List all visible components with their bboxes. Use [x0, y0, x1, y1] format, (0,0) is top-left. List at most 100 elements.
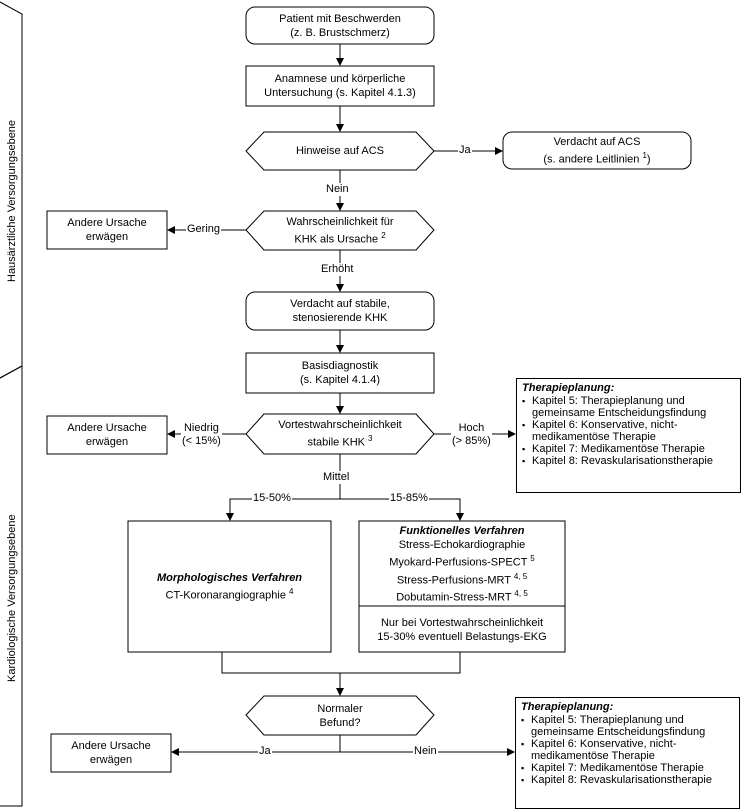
acs-hint-text: Hinweise auf ACS [295, 145, 385, 157]
morph-line: CT-Koronarangiographie 4 [166, 585, 294, 603]
anamnese-line-2: Untersuchung (s. Kapitel 4.1.3) [264, 87, 416, 99]
normal-line-1: Normaler [317, 702, 363, 715]
therapy-item: Kapitel 5: Therapieplanung und gemeinsam… [522, 395, 735, 419]
basis-line-1: Basisdiagnostik [301, 360, 379, 372]
other1-shape [46, 210, 168, 250]
other3-node: Andere Ursache erwägen [51, 734, 171, 772]
therapy-title-bottom: Therapieplanung: [521, 701, 614, 713]
khk-prob-node: Wahrscheinlichkeit für KHK als Ursache 2 [246, 211, 434, 250]
therapy-panel-top: Therapieplanung: Kapitel 5: Therapieplan… [516, 378, 741, 493]
func-method-sup: 4, 5 [513, 571, 528, 581]
pretest-sup: 3 [368, 434, 373, 444]
other2-line-2: erwägen [85, 436, 129, 448]
morph-node: Morphologisches Verfahren CT-Koronarangi… [128, 521, 331, 652]
start-node: Patient mit Beschwerden (z. B. Brustschm… [246, 7, 434, 44]
therapy-panel-bottom: Therapieplanung: Kapitel 5: Therapieplan… [515, 697, 740, 809]
acs-suspect-line-2: (s. andere Leitlinien 1) [543, 150, 651, 166]
edge-label-hoch: Hoch (> 85%) [451, 422, 492, 448]
therapy-item: Kapitel 8: Revaskularisationstherapie [521, 774, 734, 786]
func-method-line: Stress-Perfusions-MRT 4, 5 [389, 570, 534, 588]
morph-sup: 4 [289, 586, 294, 596]
niedrig-line-1: Niedrig [183, 422, 219, 434]
func-method-text: Dobutamin-Stress-MRT [396, 591, 512, 604]
normal-node: Normaler Befund? [246, 696, 434, 735]
func-method-sup: 4, 5 [514, 589, 528, 599]
acs-hint-node: Hinweise auf ACS [246, 132, 434, 170]
pretest-line-2: stabile KHK 3 [308, 432, 373, 450]
stable-node: Verdacht auf stabile, stenosierende KHK [246, 292, 434, 330]
therapy-item: Kapitel 5: Therapieplanung und gemeinsam… [521, 714, 734, 738]
other1-node: Andere Ursache erwägen [47, 211, 167, 249]
edge-label-nein2: Nein [413, 745, 438, 758]
acs-sup: 1 [642, 150, 647, 160]
func-method-sup: 5 [530, 554, 535, 563]
func-method-text: Myokard-Perfusions-SPECT [389, 556, 528, 569]
therapy-item: Kapitel 7: Medikamentöse Therapie [522, 443, 735, 455]
func-note: Nur bei Vortestwahrscheinlichkeit 15-30%… [359, 607, 565, 652]
edge-label-erhoeht: Erhöht [320, 263, 355, 276]
therapy-item: Kapitel 6: Konservative, nicht-medikamen… [522, 419, 735, 443]
morph-shape [127, 520, 332, 653]
therapy-item: Kapitel 7: Medikamentöse Therapie [521, 762, 734, 774]
func-method-text: Stress-Echokardiographie [398, 539, 526, 551]
primary-level-label: Hausärztliche Versorgungsebene [6, 119, 18, 282]
func-title: Funktionelles Verfahren [399, 525, 525, 537]
other2-node: Andere Ursache erwägen [47, 416, 167, 454]
acs-suspect-line-1: Verdacht auf ACS [553, 135, 641, 148]
khk-prob-sup: 2 [381, 230, 386, 240]
basis-node: Basisdiagnostik (s. Kapitel 4.1.4) [246, 353, 434, 393]
edge-label-15-85: 15-85% [389, 492, 429, 505]
anamnese-shape [245, 65, 435, 107]
morph-text: CT-Koronarangiographie [165, 589, 286, 602]
niedrig-line-2: (< 15%) [182, 435, 221, 447]
pretest-node: Vortestwahrscheinlichkeit stabile KHK 3 [246, 414, 434, 454]
khk-prob-shape [245, 210, 435, 251]
other2-shape [46, 415, 168, 455]
func-method-text: Stress-Perfusions-MRT [396, 574, 511, 587]
merge-line [221, 652, 461, 674]
therapy-title-top: Therapieplanung: [522, 382, 615, 394]
func-node: Funktionelles Verfahren Stress-Echokardi… [359, 522, 565, 604]
khk-prob-line-1: Wahrscheinlichkeit für [286, 215, 394, 228]
pretest-text: stabile KHK [307, 436, 365, 449]
acs-suspect-node: Verdacht auf ACS (s. andere Leitlinien 1… [503, 132, 691, 169]
hoch-line-1: Hoch [458, 422, 485, 434]
hoch-line-2: (> 85%) [452, 435, 491, 447]
other1-line-2: erwägen [85, 231, 129, 243]
stable-line-2: stenosierende KHK [292, 312, 388, 324]
other1-line-1: Andere Ursache [67, 217, 147, 229]
pretest-line-1: Vortestwahrscheinlichkeit [278, 419, 402, 432]
therapy-item: Kapitel 8: Revaskularisationstherapie [522, 455, 735, 467]
cardio-level-label: Kardiologische Versorgungsebene [6, 514, 18, 682]
anamnese-line-1: Anamnese und körperliche [274, 73, 406, 85]
anamnese-node: Anamnese und körperliche Untersuchung (s… [246, 66, 434, 106]
func-note-line-2: 15-30% eventuell Belastungs-EKG [377, 630, 547, 643]
func-note-line-1: Nur bei Vortestwahrscheinlichkeit [380, 616, 544, 629]
edge-label-ja: Ja [458, 144, 472, 157]
start-line-2: (z. B. Brustschmerz) [290, 26, 390, 39]
func-shape [358, 520, 566, 653]
start-line-1: Patient mit Beschwerden [279, 12, 401, 25]
therapy-list-bottom: Kapitel 5: Therapieplanung und gemeinsam… [521, 714, 734, 786]
therapy-item: Kapitel 6: Konservative, nicht-medikamen… [521, 738, 734, 762]
basis-line-2: (s. Kapitel 4.1.4) [299, 374, 381, 386]
arrow-15-85 [340, 498, 464, 521]
khk-prob-line-2: KHK als Ursache 2 [294, 229, 385, 247]
therapy-list-top: Kapitel 5: Therapieplanung und gemeinsam… [522, 395, 735, 467]
func-method-line: Dobutamin-Stress-MRT 4, 5 [389, 587, 534, 605]
other3-line-2: erwägen [89, 754, 133, 766]
other2-line-1: Andere Ursache [67, 422, 147, 434]
khk-prob-text: KHK als Ursache [294, 233, 379, 246]
morph-title: Morphologisches Verfahren [156, 571, 303, 584]
arrow-15-50 [226, 498, 340, 521]
normal-shape [245, 695, 435, 736]
edge-label-ja2: Ja [258, 745, 272, 758]
normal-line-2: Befund? [319, 716, 361, 729]
acs-suspect-ref: (s. andere Leitlinien [543, 153, 640, 166]
edge-label-gering: Gering [186, 223, 222, 236]
basis-shape [245, 352, 435, 394]
acs-suspect-shape [502, 131, 692, 170]
edge-label-15-50: 15-50% [252, 492, 292, 505]
